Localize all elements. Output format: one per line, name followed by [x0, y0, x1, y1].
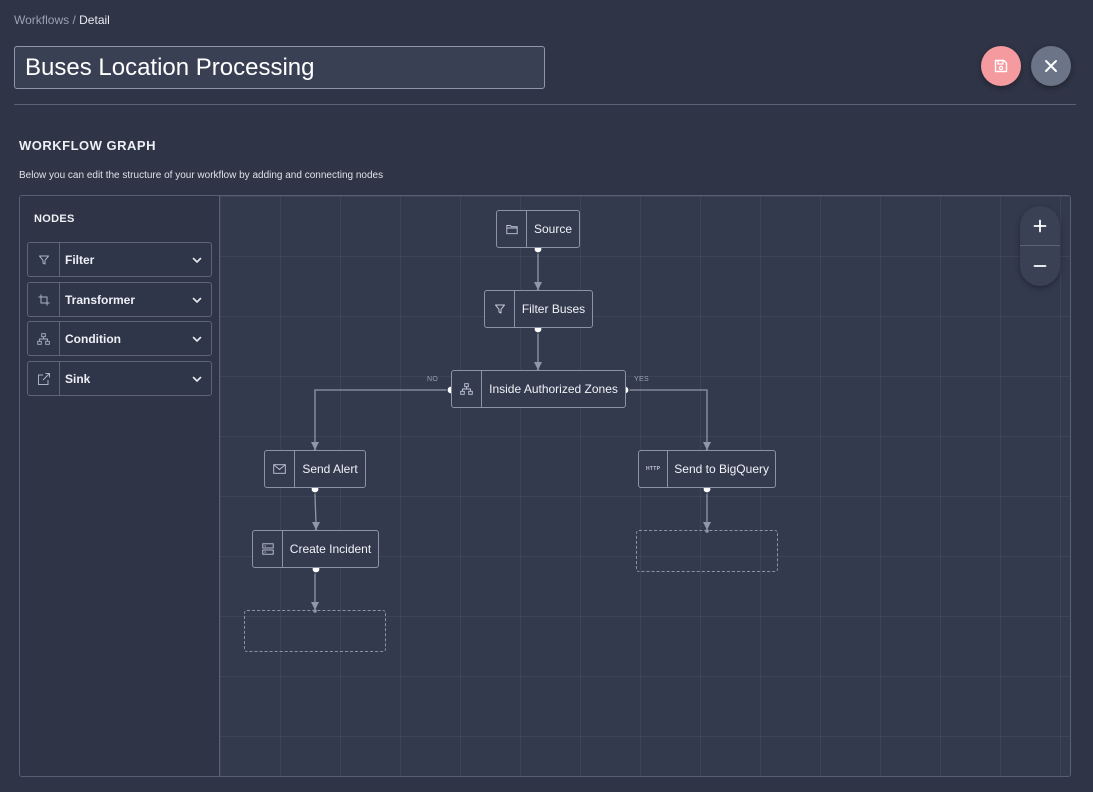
branch-label-yes: YES — [634, 376, 649, 383]
section-description: Below you can edit the structure of your… — [19, 170, 383, 181]
node-label: Inside Authorized Zones — [482, 382, 625, 396]
branch-label-no: NO — [427, 376, 438, 383]
chevron-down-icon[interactable] — [191, 294, 203, 306]
chevron-down-icon[interactable] — [191, 254, 203, 266]
http-icon: HTTP — [646, 466, 660, 472]
node-send-alert[interactable]: Send Alert — [264, 450, 366, 488]
breadcrumb: Workflows / Detail — [14, 13, 110, 27]
edge-condition-no — [315, 390, 450, 450]
node-label: Create Incident — [283, 542, 378, 556]
minus-icon — [1033, 259, 1047, 273]
zoom-out-button[interactable] — [1020, 246, 1060, 286]
arrow-head — [703, 442, 711, 450]
server-icon — [262, 543, 274, 555]
close-icon — [1044, 59, 1058, 73]
chevron-down-icon[interactable] — [191, 333, 203, 345]
external-link-icon — [37, 372, 51, 386]
node-label: Source — [527, 222, 579, 236]
node-placeholder[interactable] — [244, 610, 386, 652]
zoom-controls — [1020, 206, 1060, 286]
node-filter-buses[interactable]: Filter Buses — [484, 290, 593, 328]
filter-icon — [494, 303, 506, 315]
breadcrumb-parent-link[interactable]: Workflows — [14, 13, 69, 27]
node-inside-authorized-zones[interactable]: Inside Authorized Zones — [451, 370, 626, 408]
hierarchy-icon — [460, 383, 473, 395]
node-send-to-bigquery[interactable]: HTTP Send to BigQuery — [638, 450, 776, 488]
workflow-name-input[interactable]: Buses Location Processing — [14, 46, 545, 89]
hierarchy-icon — [37, 333, 50, 345]
palette-item-transformer[interactable]: Transformer — [27, 282, 212, 317]
header-divider — [14, 104, 1076, 105]
arrow-head — [703, 522, 711, 530]
close-button[interactable] — [1031, 46, 1071, 86]
mail-icon — [273, 464, 286, 474]
node-label: Filter Buses — [515, 302, 592, 316]
arrow-head — [311, 602, 319, 610]
save-icon — [993, 58, 1009, 74]
palette-item-label: Transformer — [60, 293, 183, 307]
plus-icon — [1033, 219, 1047, 233]
node-create-incident[interactable]: Create Incident — [252, 530, 379, 568]
arrow-head — [312, 522, 320, 530]
breadcrumb-current: Detail — [79, 13, 110, 27]
node-label: Send Alert — [295, 462, 365, 476]
filter-icon — [38, 254, 50, 266]
node-source[interactable]: Source — [496, 210, 580, 248]
palette-item-filter[interactable]: Filter — [27, 242, 212, 277]
edge-condition-yes — [626, 390, 707, 450]
save-button[interactable] — [981, 46, 1021, 86]
node-placeholder[interactable] — [636, 530, 778, 572]
palette-item-condition[interactable]: Condition — [27, 321, 212, 356]
crop-icon — [38, 294, 50, 306]
chevron-down-icon[interactable] — [191, 373, 203, 385]
workflow-editor: NODES Filter Transformer Condition Sink — [19, 195, 1071, 777]
palette-item-label: Filter — [60, 253, 183, 267]
graph-canvas[interactable]: NO YES Source Filter Buses Inside Author… — [220, 196, 1070, 776]
section-title: WORKFLOW GRAPH — [19, 138, 156, 153]
arrow-head — [311, 442, 319, 450]
palette-title: NODES — [34, 213, 75, 225]
palette-item-label: Sink — [60, 372, 183, 386]
folder-icon — [506, 224, 518, 235]
palette-item-label: Condition — [60, 332, 183, 346]
palette-item-sink[interactable]: Sink — [27, 361, 212, 396]
breadcrumb-separator: / — [69, 13, 79, 27]
arrow-head — [534, 282, 542, 290]
nodes-palette: NODES Filter Transformer Condition Sink — [20, 196, 220, 776]
zoom-in-button[interactable] — [1020, 206, 1060, 246]
arrow-head — [534, 362, 542, 370]
node-label: Send to BigQuery — [668, 462, 775, 476]
